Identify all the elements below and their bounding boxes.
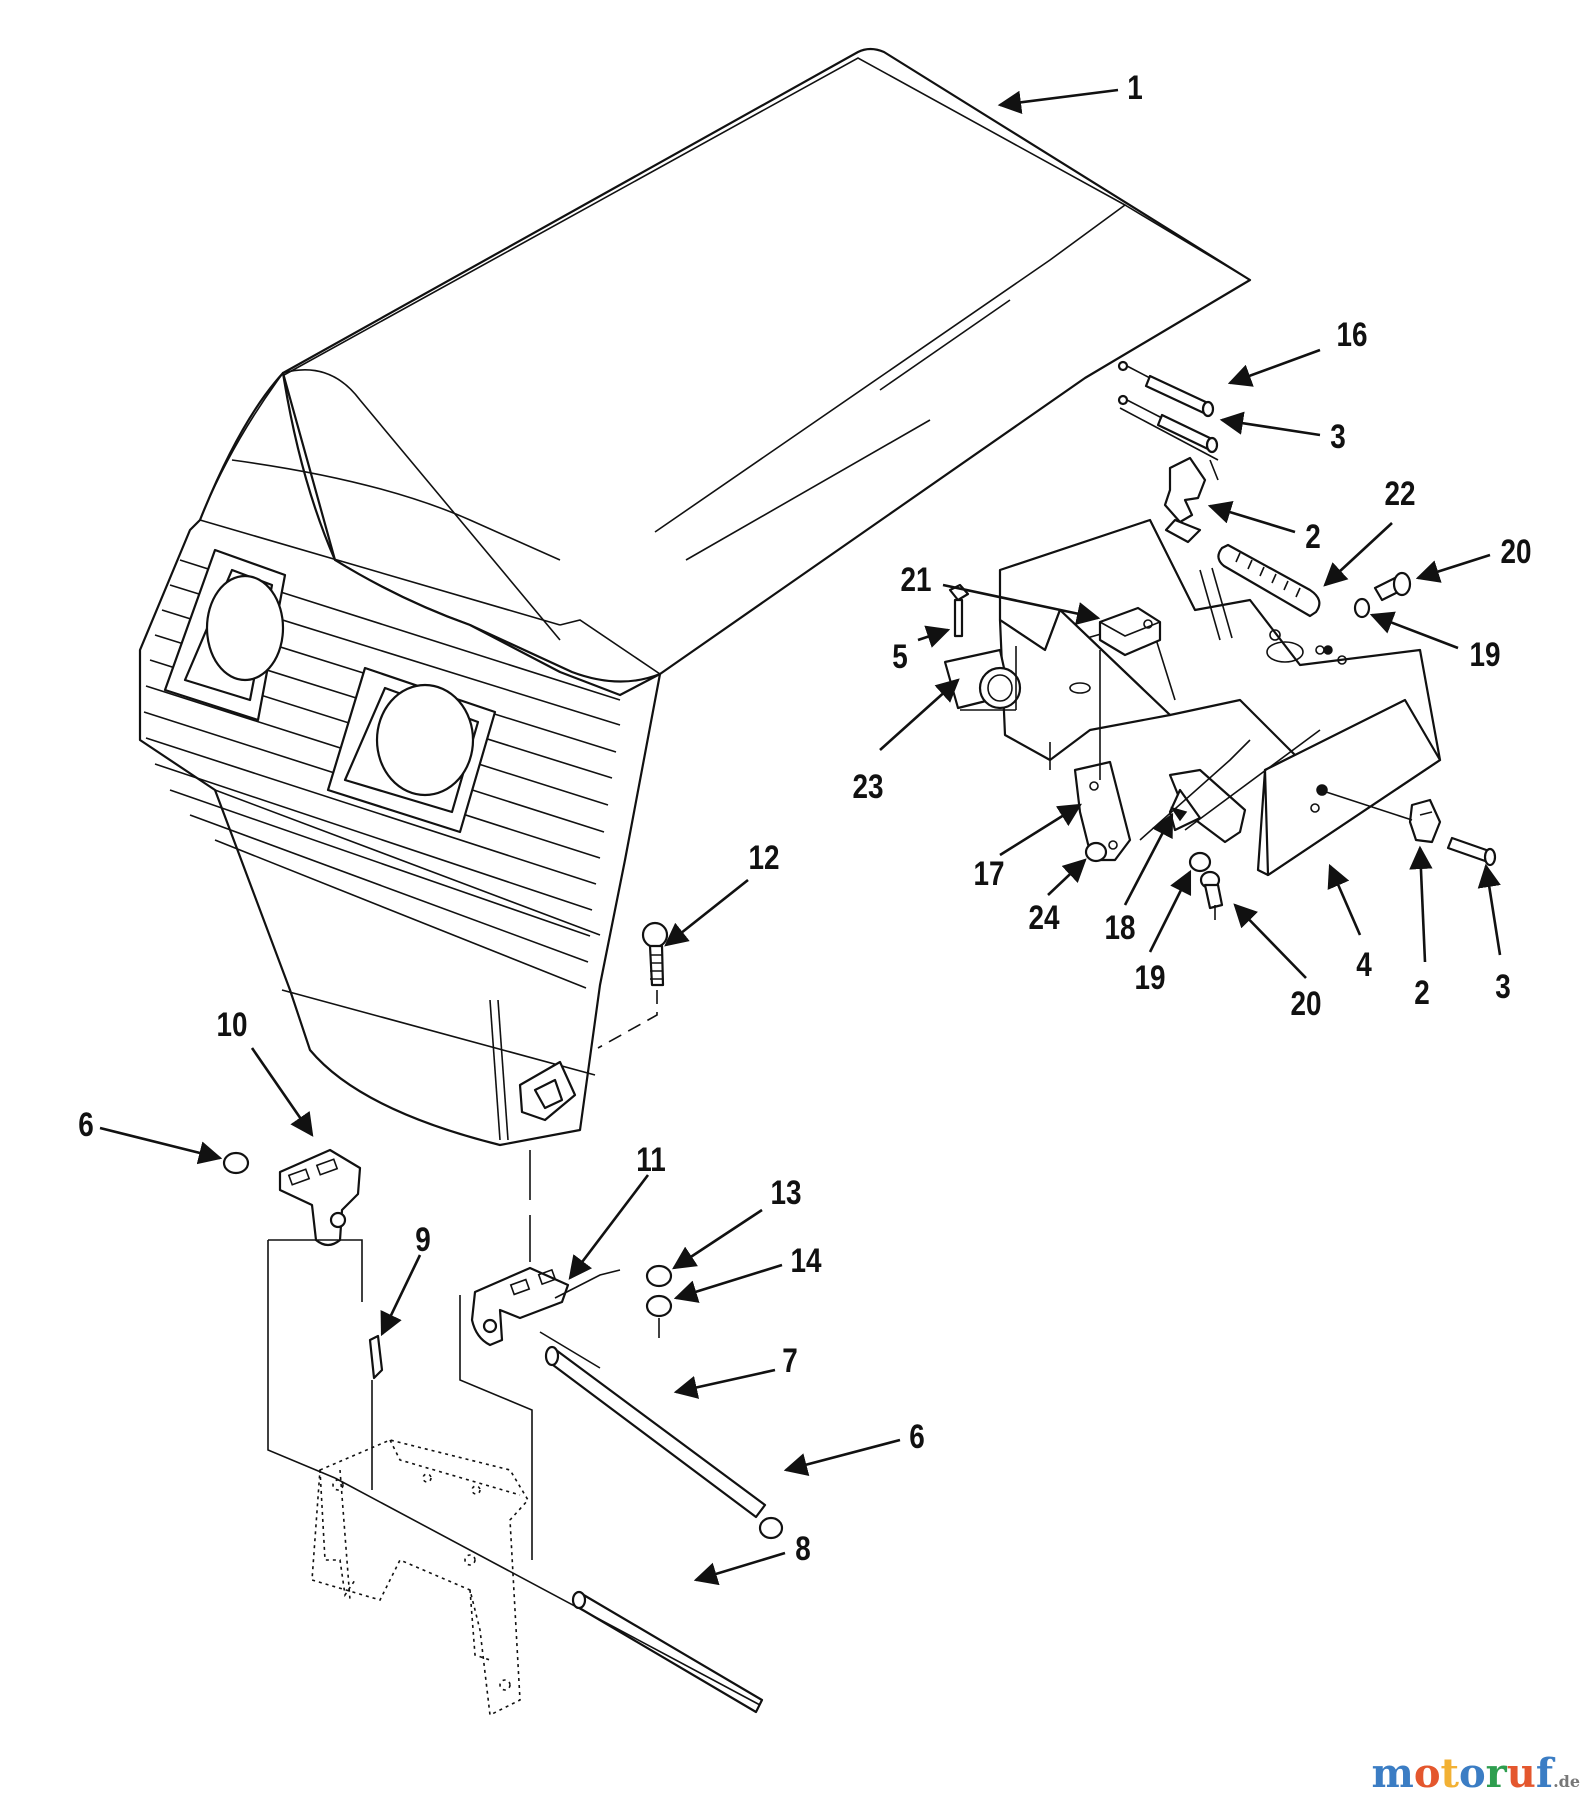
callout-16: 16 (1336, 316, 1368, 354)
roller-23 (943, 648, 1022, 710)
callout-13: 13 (770, 1174, 802, 1212)
screw-5 (948, 583, 970, 638)
latch-2-lower (1408, 798, 1442, 844)
callout-17: 17 (973, 855, 1005, 893)
callout-23: 23 (852, 768, 884, 806)
callout-5: 5 (892, 638, 908, 676)
nut-24 (1084, 841, 1108, 863)
bracket-11 (470, 1266, 570, 1347)
callout-12: 12 (748, 839, 780, 877)
washer-19-lower (1188, 851, 1212, 873)
watermark-suffix: .de (1553, 1772, 1580, 1791)
callout-24: 24 (1028, 899, 1060, 937)
callout-7: 7 (782, 1342, 798, 1380)
spring-22 (1217, 543, 1321, 618)
callout-14: 14 (790, 1242, 822, 1280)
washer-19-upper (1353, 597, 1371, 619)
callout-8: 8 (795, 1530, 811, 1568)
hood (138, 47, 1252, 1147)
headlight-left (163, 548, 287, 722)
callout-3: 3 (1495, 968, 1511, 1006)
washer-6-left (222, 1151, 250, 1175)
callout-19: 19 (1134, 959, 1166, 997)
callout-9: 9 (415, 1221, 431, 1259)
watermark-letter: o (1458, 1750, 1486, 1797)
mounting-frame (311, 1439, 529, 1717)
callout-21: 21 (900, 561, 932, 599)
callout-6: 6 (909, 1418, 925, 1456)
watermark-letter: u (1506, 1750, 1536, 1797)
watermark-logo: motoruf.de (1371, 1754, 1580, 1794)
callout-2: 2 (1414, 974, 1430, 1012)
callout-1: 1 (1127, 69, 1143, 107)
callout-20: 20 (1500, 533, 1532, 571)
callout-11: 11 (636, 1141, 666, 1179)
pin-16 (1144, 374, 1215, 418)
pin-3-lower (1446, 836, 1497, 867)
watermark-letter: f (1535, 1750, 1554, 1797)
watermark-letter: o (1413, 1750, 1441, 1797)
callout-19: 19 (1469, 636, 1501, 674)
watermark-letter: m (1371, 1750, 1414, 1797)
bracket-10 (278, 1148, 362, 1247)
callout-arrows (99, 88, 1502, 1586)
bracket-21 (1098, 606, 1162, 657)
carriage-bolt-12 (641, 921, 669, 987)
callout-18: 18 (1104, 909, 1136, 947)
rod-8 (571, 1590, 764, 1714)
latch-18 (1168, 768, 1247, 844)
watermark-letter: t (1440, 1750, 1459, 1797)
callout-20: 20 (1290, 985, 1322, 1023)
headlight-right (326, 666, 497, 834)
watermark-letter: r (1485, 1750, 1507, 1797)
pin-3-upper (1156, 413, 1219, 454)
nut-14 (645, 1294, 673, 1318)
bolt-20-lower (1199, 870, 1224, 910)
callout-22: 22 (1384, 475, 1416, 513)
washer-6-right (758, 1516, 784, 1540)
callout-2: 2 (1305, 518, 1321, 556)
callout-3: 3 (1330, 418, 1346, 456)
rear-bracket-assembly (998, 518, 1442, 877)
rod-7 (544, 1345, 767, 1519)
callout-10: 10 (216, 1006, 248, 1044)
bolt-20-upper (1373, 571, 1412, 602)
washer-13 (645, 1264, 673, 1288)
callout-4: 4 (1356, 946, 1372, 984)
cotter-pin-9 (368, 1334, 384, 1380)
latch-2-upper (1163, 456, 1207, 544)
callout-6: 6 (78, 1106, 94, 1144)
